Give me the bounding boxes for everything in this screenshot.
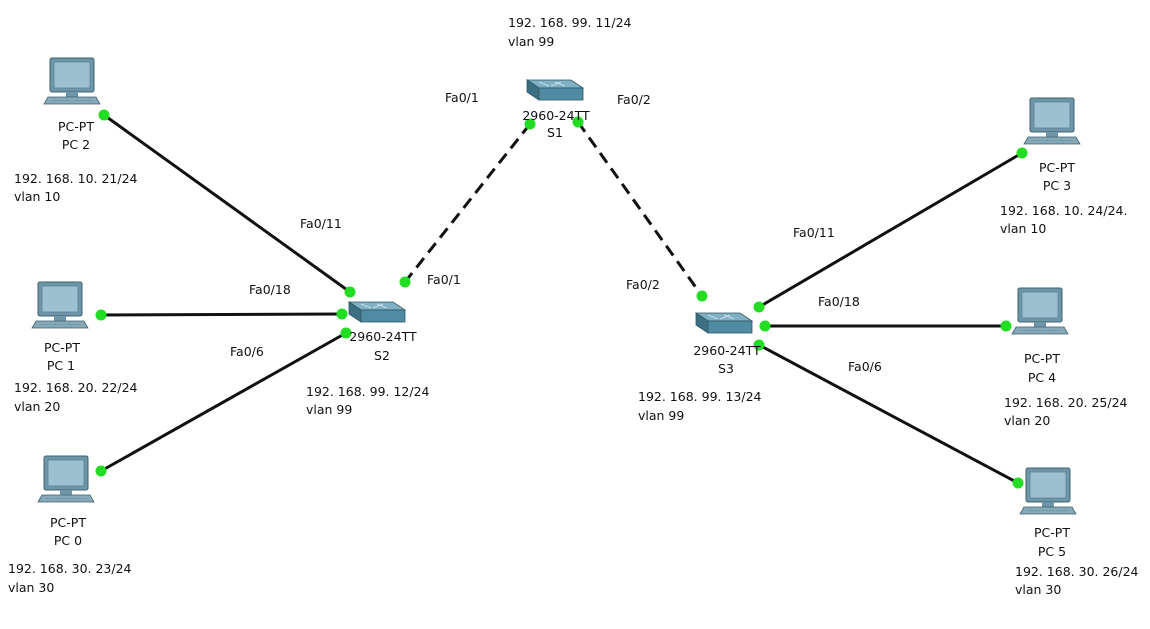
pc1-name-label: PC 1 (46, 358, 76, 373)
pc2-type-label: PC-PT (58, 119, 94, 134)
s1-model-label: 2960-24TT (522, 108, 590, 123)
link-s3-pc5 (758, 343, 1019, 485)
port-status-dot-s2-pc1-b (95, 309, 107, 321)
port-status-dot-s3-pc5-b (1012, 477, 1024, 489)
port-status-dot-s1-s3-b (696, 290, 708, 302)
pc-icon-pc3[interactable] (1023, 97, 1081, 145)
port-label-s2-fa0-11: Fa0/11 (300, 216, 342, 231)
link-s2-pc1 (100, 312, 343, 317)
pc3-name-label: PC 3 (1042, 178, 1072, 193)
pc-icon-pc5[interactable] (1019, 467, 1077, 515)
port-label-s2-fa0-1: Fa0/1 (427, 272, 461, 287)
pc5-ip-label: 192. 168. 30. 26/24 (1015, 564, 1139, 579)
port-status-dot-s2-pc0-a (340, 327, 352, 339)
pc0-name-label: PC 0 (53, 533, 83, 548)
s3-ip-label: 192. 168. 99. 13/24 (638, 389, 762, 404)
pc5-vlan-label: vlan 30 (1015, 582, 1062, 597)
pc3-ip-label: 192. 168. 10. 24/24. (1000, 203, 1128, 218)
pc1-ip-label: 192. 168. 20. 22/24 (14, 380, 138, 395)
s3-model-label: 2960-24TT (693, 343, 761, 358)
s3-name-label: S3 (718, 361, 734, 376)
port-status-dot-s2-pc0-b (95, 465, 107, 477)
pc4-type-label: PC-PT (1024, 351, 1060, 366)
s2-name-label: S2 (374, 348, 390, 363)
port-status-dot-s3-pc3-a (753, 301, 765, 313)
s2-model-label: 2960-24TT (349, 329, 417, 344)
pc4-name-label: PC 4 (1027, 370, 1057, 385)
pc5-name-label: PC 5 (1037, 544, 1067, 559)
port-label-s3-fa0-6: Fa0/6 (848, 359, 882, 374)
link-s1-s3 (576, 121, 704, 297)
pc0-vlan-label: vlan 30 (8, 580, 55, 595)
port-status-dot-s1-s2-a (524, 118, 536, 130)
pc-icon-pc1[interactable] (31, 281, 89, 329)
port-status-dot-s2-pc1-a (336, 308, 348, 320)
pc1-type-label: PC-PT (44, 340, 80, 355)
pc1-vlan-label: vlan 20 (14, 399, 61, 414)
pc3-type-label: PC-PT (1039, 160, 1075, 175)
port-status-dot-s2-pc2-a (344, 286, 356, 298)
links-layer (100, 113, 1023, 485)
s3-vlan-label: vlan 99 (638, 408, 685, 423)
port-label-s3-fa0-11: Fa0/11 (793, 225, 835, 240)
pc-icon-pc2[interactable] (43, 57, 101, 105)
switch-icon-s1[interactable] (526, 79, 584, 101)
s1-name-label: S1 (547, 125, 563, 140)
switch-icon-s3[interactable] (695, 312, 753, 334)
port-dots-layer (95, 109, 1028, 489)
port-label-s2-fa0-18: Fa0/18 (249, 282, 291, 297)
pc2-ip-label: 192. 168. 10. 21/24 (14, 171, 138, 186)
link-s2-pc2 (103, 113, 351, 294)
port-status-dot-s1-s2-b (399, 276, 411, 288)
port-label-s1-fa0-2: Fa0/2 (617, 92, 651, 107)
port-label-s3-fa0-18: Fa0/18 (818, 294, 860, 309)
link-s1-s2 (403, 123, 532, 283)
pc-icon-pc4[interactable] (1011, 287, 1069, 335)
s2-ip-label: 192. 168. 99. 12/24 (306, 384, 430, 399)
s1-ip-label: 192. 168. 99. 11/24 (508, 15, 632, 30)
port-label-s3-fa0-2: Fa0/2 (626, 277, 660, 292)
pc2-name-label: PC 2 (61, 137, 91, 152)
port-status-dot-s1-s3-a (572, 116, 584, 128)
s2-vlan-label: vlan 99 (306, 402, 353, 417)
port-status-dot-s3-pc3-b (1016, 147, 1028, 159)
port-status-dot-s3-pc4-a (759, 320, 771, 332)
port-label-s2-fa0-6: Fa0/6 (230, 344, 264, 359)
pc0-ip-label: 192. 168. 30. 23/24 (8, 561, 132, 576)
pc2-vlan-label: vlan 10 (14, 189, 61, 204)
s1-vlan-label: vlan 99 (508, 34, 555, 49)
pc3-vlan-label: vlan 10 (1000, 221, 1047, 236)
link-s2-pc0 (100, 331, 347, 473)
port-status-dot-s3-pc5-a (753, 339, 765, 351)
pc0-type-label: PC-PT (50, 515, 86, 530)
pc4-ip-label: 192. 168. 20. 25/24 (1004, 395, 1128, 410)
switch-icon-s2[interactable] (348, 301, 406, 323)
port-label-s1-fa0-1: Fa0/1 (445, 90, 479, 105)
port-status-dot-s2-pc2-b (98, 109, 110, 121)
port-status-dot-s3-pc4-b (1000, 320, 1012, 332)
pc-icon-pc0[interactable] (37, 455, 95, 503)
pc4-vlan-label: vlan 20 (1004, 413, 1051, 428)
link-s3-pc3 (758, 151, 1023, 309)
pc5-type-label: PC-PT (1034, 525, 1070, 540)
